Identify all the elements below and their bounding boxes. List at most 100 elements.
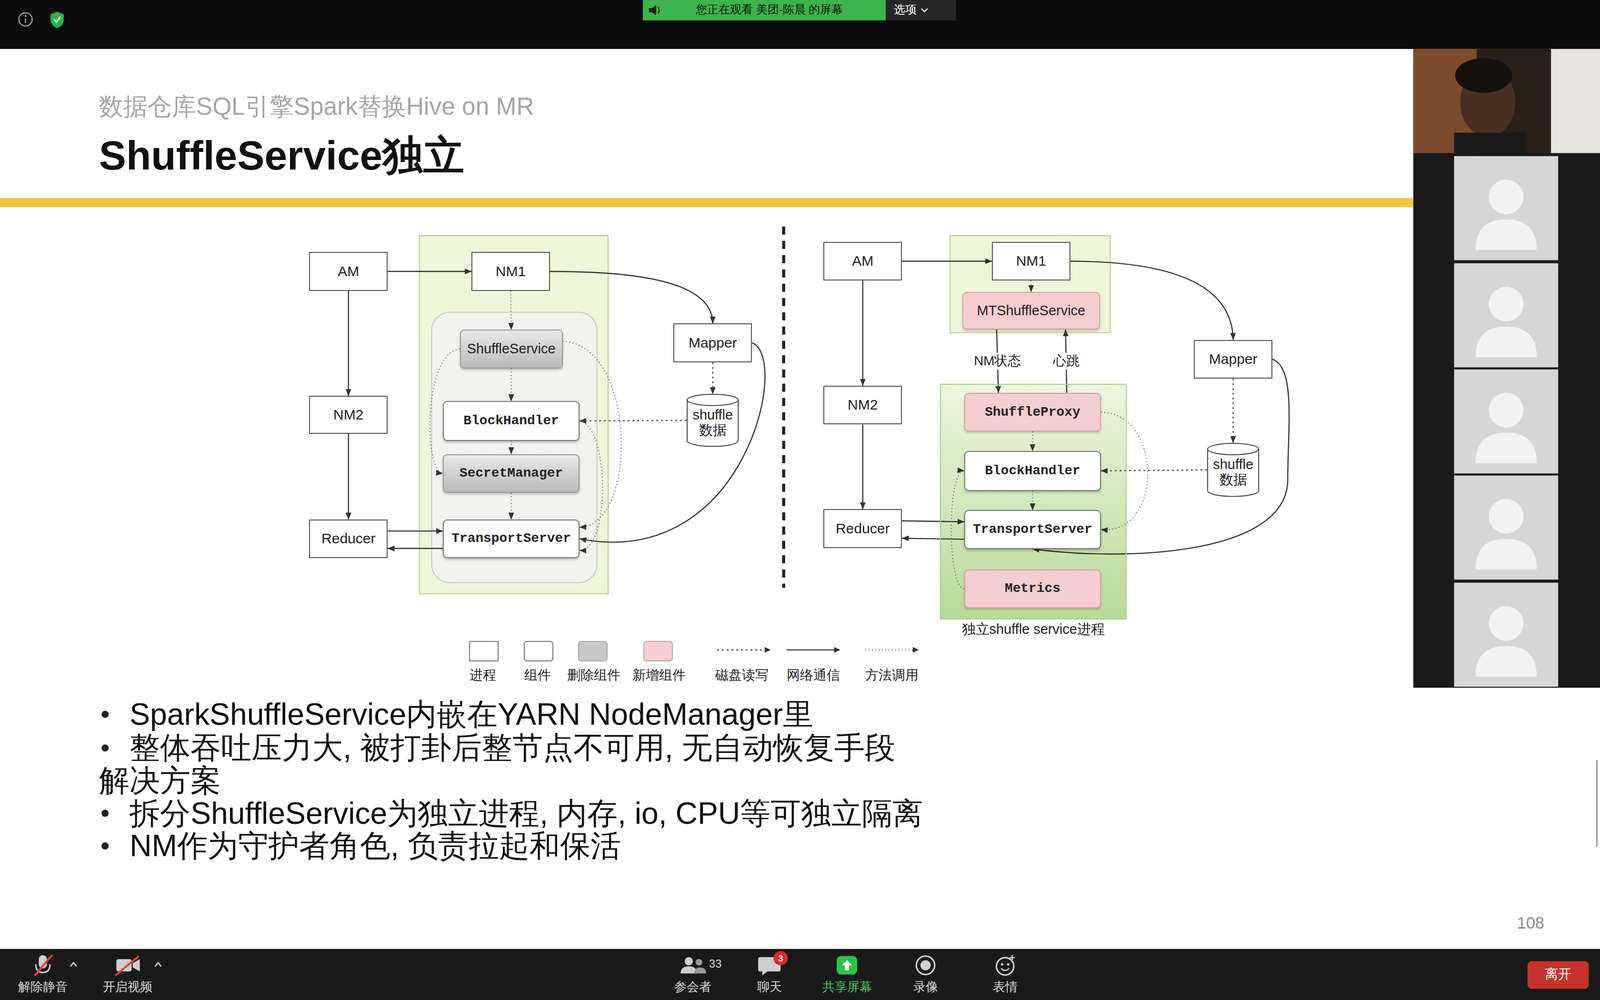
node-label: NM2 xyxy=(333,406,364,424)
node-manager-region xyxy=(419,235,609,594)
page-number: 108 xyxy=(1517,914,1545,933)
participants-icon xyxy=(684,957,693,966)
avatar-head xyxy=(1488,179,1524,215)
slide-subtitle: 数据仓库SQL引擎Spark替换Hive on MR xyxy=(99,92,535,120)
node-label: NM1 xyxy=(1016,252,1047,270)
shield-icon xyxy=(50,11,64,29)
bullet xyxy=(101,842,109,850)
avatar-head xyxy=(1488,392,1524,428)
node-label: AM xyxy=(851,252,874,270)
legend-line xyxy=(786,649,836,651)
video-slash xyxy=(115,956,139,976)
person-hair xyxy=(1455,58,1513,93)
avatar-head xyxy=(1488,606,1524,641)
legend-label: 删除组件 xyxy=(567,668,621,683)
record-icon xyxy=(920,960,931,970)
call-arrow xyxy=(1031,490,1033,511)
node-label: ShuffleProxy xyxy=(984,404,1081,420)
network-arrow xyxy=(387,270,472,272)
participants-icon xyxy=(693,967,707,974)
toolbar-label: 表情 xyxy=(992,980,1018,994)
reaction-icon xyxy=(1000,968,1010,971)
data-cylinder: shuffle 数据 xyxy=(686,393,739,447)
legend-label: 网络通信 xyxy=(786,668,840,683)
toolbar xyxy=(0,949,1600,1000)
legend-shape xyxy=(469,640,499,662)
network-arrow xyxy=(901,260,992,262)
avatar-head xyxy=(1488,499,1524,534)
avatar-tile xyxy=(1454,475,1559,580)
embedded-service-region xyxy=(431,312,597,583)
data-cylinder: shuffle 数据 xyxy=(1207,442,1260,498)
process-box: AM xyxy=(823,241,902,281)
legend-swatch xyxy=(643,640,673,662)
call-arrow xyxy=(510,290,512,330)
network-arrow xyxy=(348,433,350,520)
network-arrow xyxy=(862,280,864,386)
record-icon xyxy=(916,956,935,975)
call-arrow xyxy=(510,368,512,402)
bullet xyxy=(101,710,109,719)
process-box: AM xyxy=(309,251,388,291)
video-wall xyxy=(1550,49,1600,154)
bullet-text: NM作为守护者角色, 负责拉起和保活 xyxy=(129,829,621,863)
new-component-box: MTShuffleService xyxy=(962,291,1100,330)
component-box: TransportServer xyxy=(964,510,1101,549)
shield-check xyxy=(54,16,61,22)
person-body xyxy=(1454,132,1526,154)
slide-title: ShuffleService独立 xyxy=(99,132,465,178)
shuffle-process-region xyxy=(940,383,1127,620)
node-label: Metrics xyxy=(1004,580,1061,597)
disk-arrow xyxy=(1232,378,1234,443)
toolbar-label: 解除静音 xyxy=(18,980,68,994)
process-box: Mapper xyxy=(1193,340,1273,379)
node-label: shuffle 数据 xyxy=(688,407,737,439)
avatar-body xyxy=(1475,432,1538,464)
speaker-icon xyxy=(658,7,660,14)
toolbar-label: 开启视频 xyxy=(102,980,153,994)
node-label: TransportServer xyxy=(972,521,1093,538)
toolbar-label: 共享屏幕 xyxy=(822,980,872,994)
call-arrow xyxy=(951,470,965,590)
toolbar-icons xyxy=(34,950,1590,989)
node-label: MTShuffleService xyxy=(977,302,1086,319)
video-tile xyxy=(1413,49,1600,154)
cylinder-lip xyxy=(687,400,739,406)
banner-text: 您正在观看 美团-陈晨 的屏幕 xyxy=(695,3,843,17)
process-box: Mapper xyxy=(673,323,752,362)
mute-slash xyxy=(34,955,52,976)
node-label: Reducer xyxy=(835,520,890,538)
component-box: TransportServer xyxy=(442,519,580,559)
node-label: BlockHandler xyxy=(463,413,560,429)
legend-line-sample xyxy=(785,643,841,657)
disk-arrow xyxy=(1100,470,1208,471)
component-box: BlockHandler xyxy=(964,450,1101,491)
share-banner xyxy=(642,0,886,21)
component-box: BlockHandler xyxy=(442,400,580,441)
bullet-text: 拆分ShuffleService为独立进程, 内存, io, CPU等可独立隔离 xyxy=(129,796,923,831)
scrollbar xyxy=(1596,760,1598,847)
toolbar-label: 参会者 xyxy=(674,980,712,994)
node-label: Mapper xyxy=(688,334,738,352)
reaction-icon xyxy=(1000,962,1004,966)
cylinder-body xyxy=(1207,443,1259,497)
bullet-text: SparkShuffleService内嵌在YARN NodeManager里 xyxy=(129,697,814,732)
speaker-icon xyxy=(649,5,657,16)
options-button xyxy=(885,0,957,21)
process-box: Reducer xyxy=(823,509,902,548)
process-box: Reducer xyxy=(309,519,388,559)
avatar-body xyxy=(1475,219,1538,250)
share-icon xyxy=(836,956,858,975)
node-label: AM xyxy=(337,263,360,280)
network-arrow xyxy=(579,342,765,543)
removed-component-box: SecretManager xyxy=(442,454,580,493)
bullet xyxy=(101,809,109,817)
gallery-panel xyxy=(1413,49,1600,688)
legend-arrowhead xyxy=(912,647,920,653)
bullet-text: 整体吞吐压力大, 被打卦后整节点不可用, 无自动恢复手段 xyxy=(129,730,895,765)
caret xyxy=(70,962,77,967)
avatar-body xyxy=(1475,645,1538,677)
node-label: NM2 xyxy=(847,396,878,414)
network-arrow xyxy=(387,548,443,550)
